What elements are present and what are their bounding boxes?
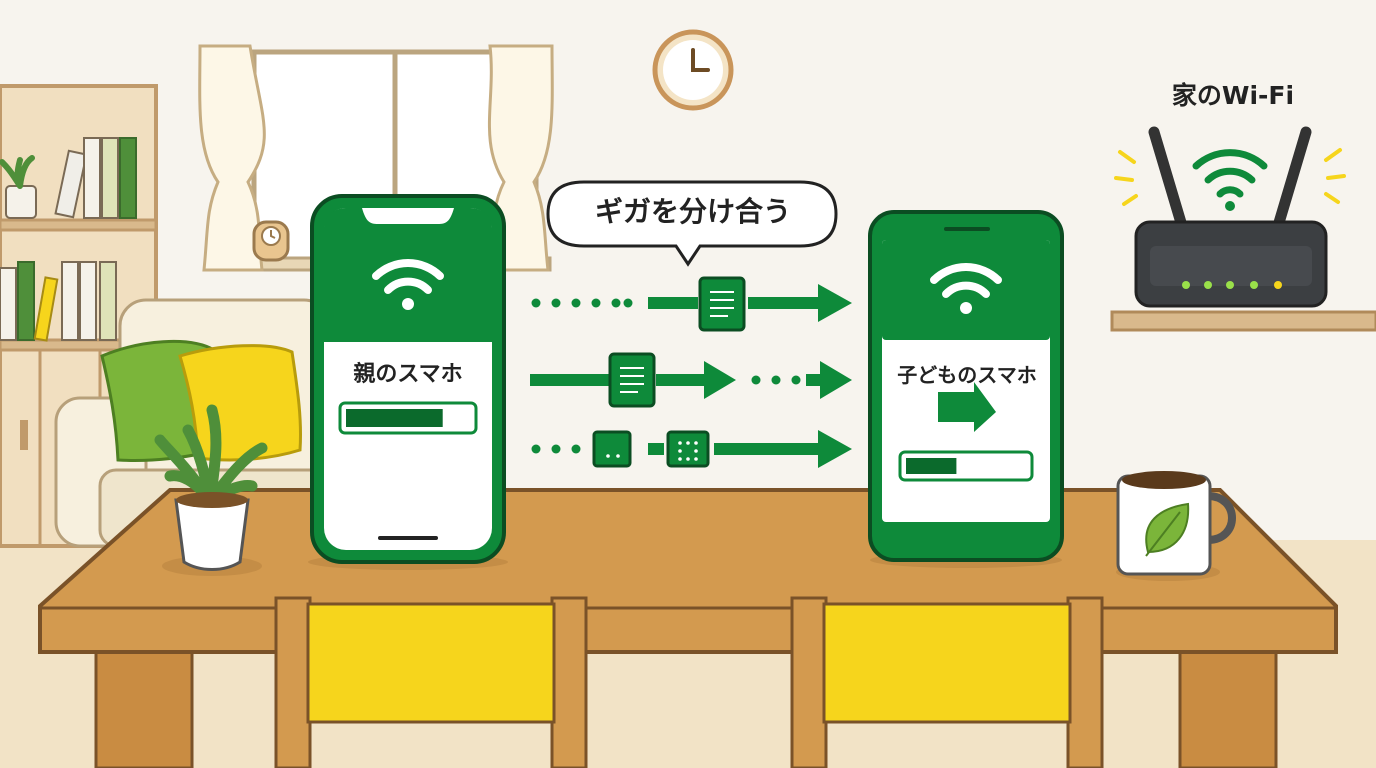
window bbox=[198, 44, 554, 272]
potted-plant bbox=[154, 404, 268, 576]
child-wifi-icon bbox=[930, 263, 1002, 314]
coffee-mug-icon bbox=[1116, 471, 1236, 581]
clock-icon bbox=[652, 29, 734, 111]
chair-right bbox=[790, 596, 1104, 768]
child-phone-label: 子どものスマホ bbox=[897, 363, 1037, 387]
wall-shelf bbox=[1110, 310, 1376, 332]
router-icon bbox=[1114, 126, 1346, 308]
router-label: 家のWi-Fi bbox=[1171, 81, 1295, 110]
parent-data-bar bbox=[338, 401, 478, 435]
chair-left bbox=[274, 596, 588, 768]
parent-phone-label: 親のスマホ bbox=[353, 362, 463, 387]
parent-data-bar-fill bbox=[346, 409, 443, 427]
speech-bubble-text: ギガを分け合う bbox=[594, 195, 791, 228]
data-transfer-arrows bbox=[530, 284, 852, 468]
child-data-bar bbox=[898, 450, 1034, 482]
router-wifi-icon bbox=[1192, 149, 1268, 211]
parent-wifi-icon bbox=[372, 259, 444, 310]
data-packet-icons bbox=[592, 276, 746, 468]
parent-phone bbox=[308, 194, 508, 570]
child-data-bar-fill bbox=[906, 458, 957, 474]
speech-bubble bbox=[546, 180, 838, 267]
